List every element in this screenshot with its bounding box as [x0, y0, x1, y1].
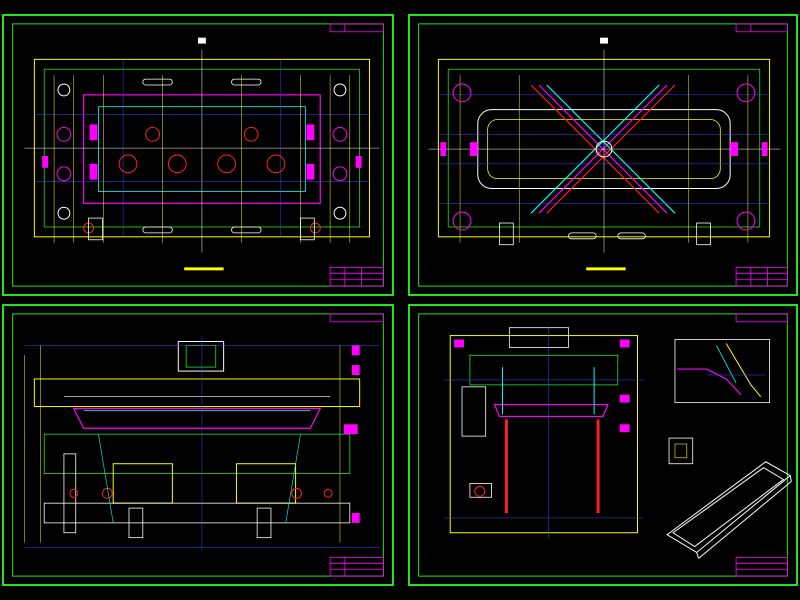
title-block-bottom [735, 556, 788, 577]
sheet-4-drawing [418, 313, 792, 577]
title-block-top [329, 23, 384, 33]
sheet-1-drawing [12, 23, 384, 287]
title-block-bottom [735, 266, 788, 287]
title-block-bottom [329, 266, 384, 287]
title-block-top [735, 313, 788, 323]
title-block-top [329, 313, 384, 323]
sheet-3-drawing [12, 313, 384, 577]
drawing-sheet-top-right [408, 14, 798, 296]
drawing-sheet-top-left [2, 14, 394, 296]
drawing-sheet-bottom-left [2, 304, 394, 586]
drawing-sheet-bottom-right [408, 304, 798, 586]
title-block-bottom [329, 556, 384, 577]
sheet-2-drawing [418, 23, 788, 287]
title-block-top [735, 23, 788, 33]
isometric-part [666, 461, 792, 559]
